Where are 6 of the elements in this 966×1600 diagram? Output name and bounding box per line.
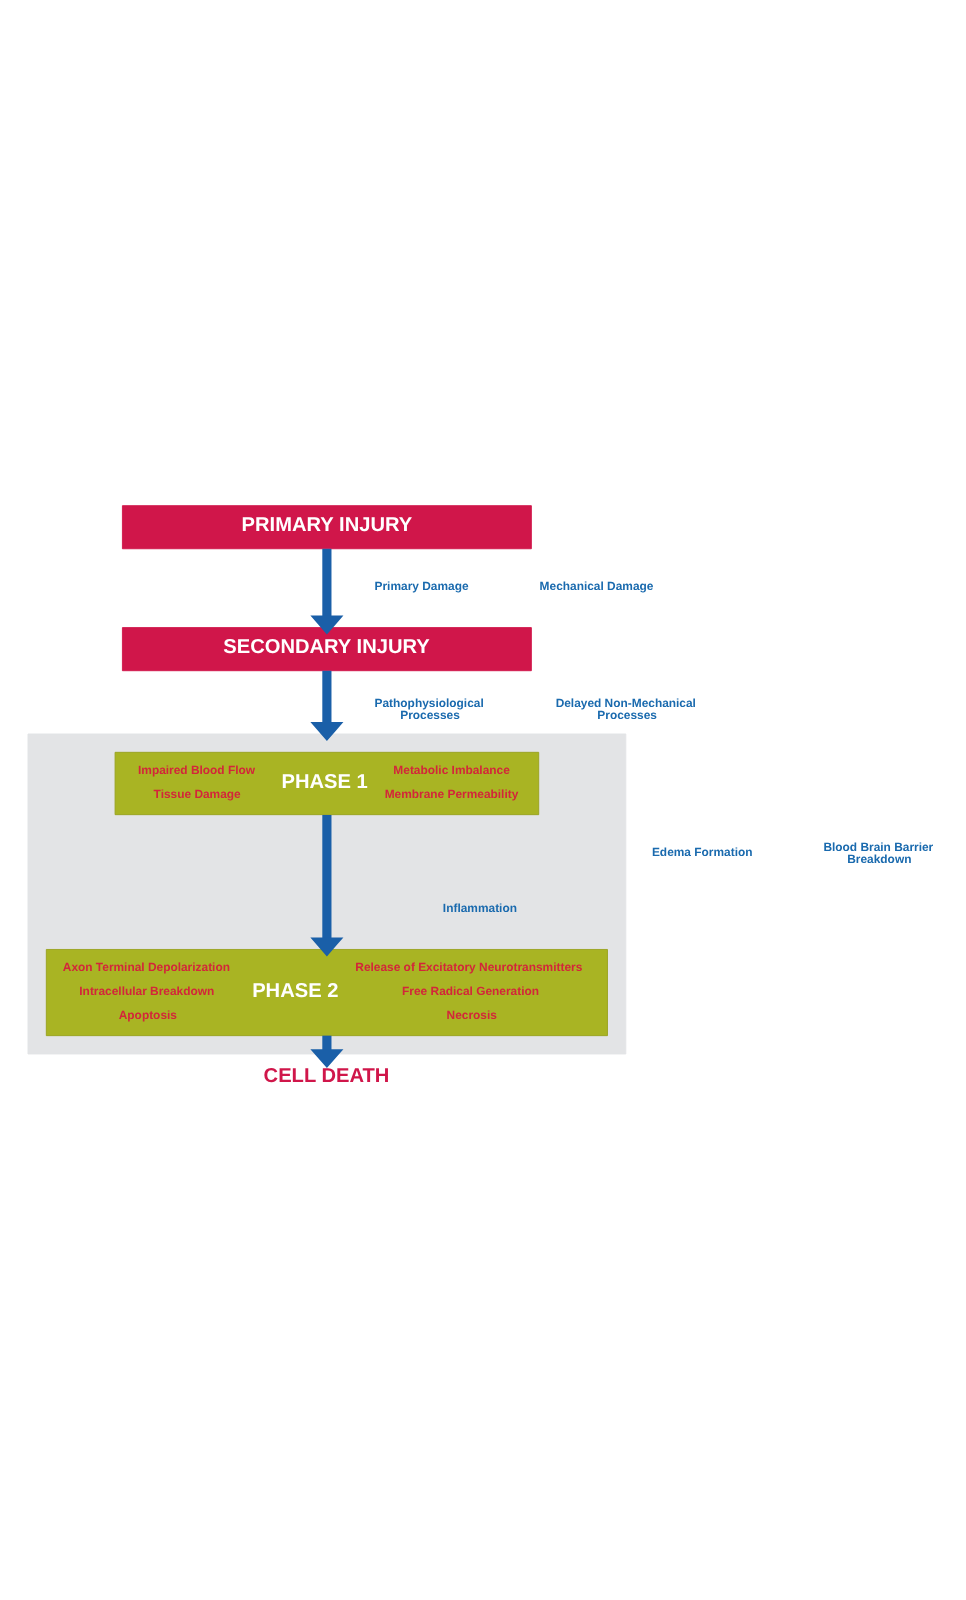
node-text: CELL DEATH [263, 1066, 390, 1089]
arrow [310, 548, 344, 635]
arrow [310, 670, 344, 741]
node-box: SECONDARY INJURY [121, 627, 532, 672]
arrow [310, 815, 344, 957]
node-box: PRIMARY INJURY [121, 505, 532, 550]
